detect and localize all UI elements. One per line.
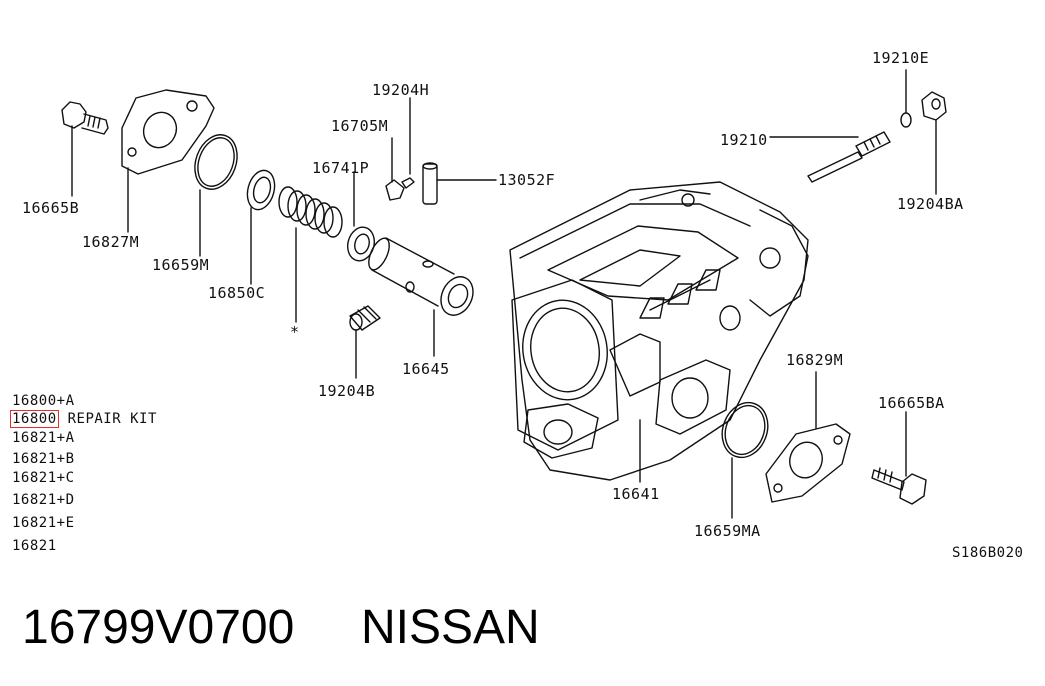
bolt-16665BA-drawing [871,411,927,505]
callout-16829M: 16829M [786,351,844,369]
callout-16850C: 16850C [208,284,266,302]
callout-13052F: 13052F [498,171,556,189]
callout-16741P: 16741P [312,159,370,177]
oring-16659MA-drawing [721,401,769,519]
parts-list-item: 16800+A [12,393,75,409]
parts-list-item: 16821+A [12,430,75,446]
parts-list-item: 16821+D [12,492,75,508]
footer-brand: NISSAN [360,601,540,654]
callout-16641: 16641 [612,485,660,503]
diagram-reference-code: S186B020 [952,545,1024,561]
oring-16659M-drawing [194,134,238,257]
callout-19204B: 19204B [318,382,376,400]
repair-kit-label: REPAIR KIT [67,411,157,427]
cap-19204BA-drawing [921,91,947,195]
callout-19210: 19210 [720,131,768,149]
callout-19210E: 19210E [872,49,930,67]
callout-19204H: 19204H [372,81,430,99]
plug-19204B-drawing [349,305,381,379]
clip-16705M-drawing [385,97,415,201]
callout-16645: 16645 [402,360,450,378]
callout-16665BA: 16665BA [878,394,945,412]
footer-part-number: 16799V0700 [22,601,295,654]
parts-list-item: 16821+C [12,470,75,486]
housing-16641-drawing [509,181,809,483]
callout-16665B: 16665B [22,199,80,217]
callout-spring-star: * [290,323,300,341]
gasket-16829M-drawing [765,371,851,503]
pin-13052F-drawing [422,162,497,205]
seal-16850C-drawing [246,169,276,285]
spring-drawing [278,186,343,323]
bolt-16665B-drawing [61,101,109,197]
parts-list-item: 16821 [12,538,57,554]
callout-16659M: 16659M [152,256,210,274]
highlighted-part-number[interactable]: 16800 [10,410,59,428]
parts-list-repair-kit-row: 16800 REPAIR KIT [10,410,157,428]
washer-16741P-drawing [346,171,376,262]
needle-19210-drawing [769,131,891,183]
parts-list-item: 16821+B [12,451,75,467]
callout-16827M: 16827M [82,233,140,251]
parts-list-item: 16821+E [12,515,75,531]
washer-19210E-drawing [900,69,912,128]
sleeve-16645-drawing [368,237,474,357]
callout-19204BA: 19204BA [897,195,964,213]
gasket-16827M-drawing [121,89,215,233]
callout-16659MA: 16659MA [694,522,761,540]
callout-16705M: 16705M [331,117,389,135]
footer-caption: 16799V0700 NISSAN [22,600,540,655]
